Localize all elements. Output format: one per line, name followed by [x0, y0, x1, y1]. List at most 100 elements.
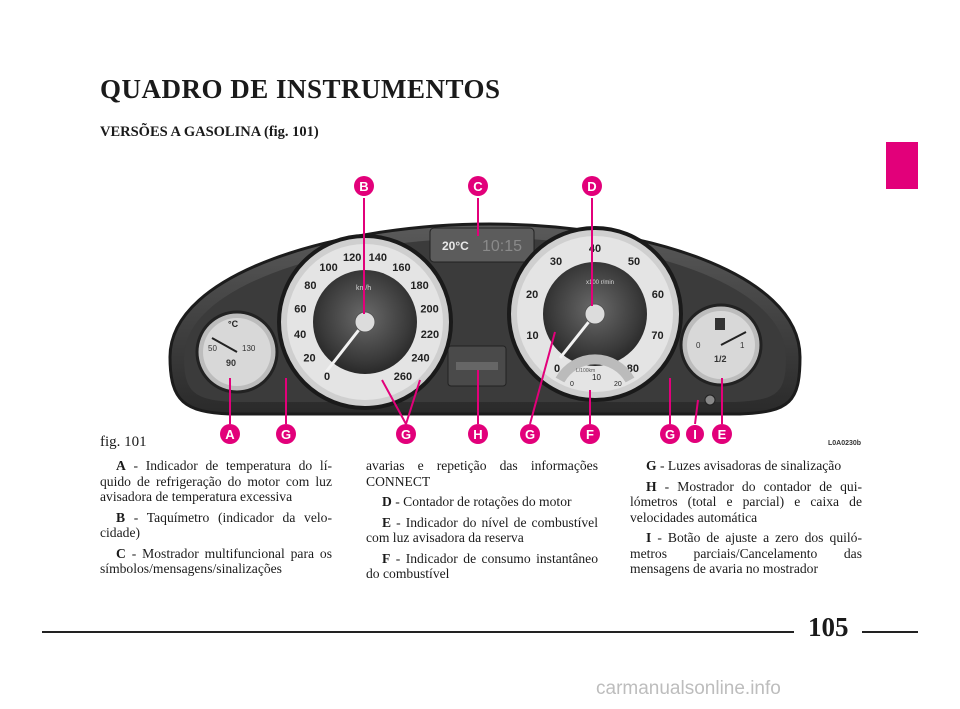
rpm-tick-10: 10 [526, 330, 538, 342]
callout-h [468, 424, 488, 444]
legend-text: - Indicador de consumo instantâ­neo do c… [366, 550, 598, 582]
legend-text: - Mostrador do contador de qui­lómetros … [630, 478, 862, 525]
callout-e [712, 424, 732, 444]
temperature-symbol: °C [228, 319, 239, 329]
callout-d-label: D [587, 179, 596, 194]
speed-tick-100: 100 [319, 262, 337, 274]
display-clock: 10:15 [482, 238, 522, 255]
callout-a-label: A [225, 427, 235, 442]
footer-rule-left [42, 631, 794, 633]
consumption-label-0: 0 [570, 381, 574, 388]
rpm-tick-60: 60 [652, 289, 664, 301]
legend-item-h: H - Mostrador do contador de qui­lómetro… [630, 479, 862, 526]
callout-f [580, 424, 600, 444]
watermark: carmanualsonline.info [596, 678, 781, 699]
consumption-unit: L/100km [576, 368, 595, 374]
consumption-label-20: 20 [614, 381, 622, 388]
text-column-2: avarias e repetição das informações CONN… [366, 458, 598, 587]
speed-tick-200: 200 [420, 303, 438, 315]
callout-g-2-label: G [401, 427, 411, 442]
figure-code: L0A0230b [828, 440, 862, 447]
consumption-label-10: 10 [592, 373, 601, 382]
speedometer-needle [324, 321, 367, 373]
callout-g-4-label: G [665, 427, 675, 442]
legend-item-i: I - Botão de ajuste a zero dos quiló­met… [630, 530, 862, 577]
speed-tick-220: 220 [421, 329, 439, 341]
odometer-digits [456, 362, 498, 370]
fuel-pump-icon [715, 318, 725, 330]
rpm-tick-20: 20 [526, 289, 538, 301]
rpm-unit: x100 r/min [586, 280, 614, 286]
speed-tick-20: 20 [303, 353, 315, 365]
legend-item-d: D - Contador de rotações do motor [366, 494, 598, 510]
rpm-tick-30: 30 [550, 256, 562, 268]
temp-label-130: 130 [242, 344, 256, 353]
legend-key: E [382, 514, 392, 530]
page-number: 105 [808, 612, 849, 642]
legend-text: avarias e repetição das informações CONN… [366, 458, 598, 489]
legend-key: C [116, 545, 126, 561]
rpm-tick-70: 70 [651, 330, 663, 342]
legend-key: A [116, 458, 126, 473]
callout-c [468, 176, 488, 196]
text-column-1: A - Indicador de temperatura do lí­quido… [100, 458, 332, 582]
legend-text: - Contador de rotações do motor [391, 494, 572, 509]
temp-label-90: 90 [226, 358, 236, 368]
section-tab-marker [886, 142, 918, 189]
callout-i [686, 425, 704, 443]
fuel-label-1: 1 [740, 341, 745, 350]
temp-label-50: 50 [208, 344, 217, 353]
legend-key: H [646, 478, 657, 494]
speed-tick-260: 260 [394, 371, 412, 383]
page-title: QUADRO DE INSTRUMENTOS [100, 74, 501, 104]
callout-g-3-label: G [525, 427, 535, 442]
callout-d [582, 176, 602, 196]
legend-text: - Indicador do nível de combustí­vel com… [366, 514, 598, 546]
figure-caption: fig. 101 [100, 434, 147, 450]
multifunction-display [429, 227, 535, 263]
rpm-tick-40: 40 [589, 243, 601, 255]
legend-item-c: C - Mostrador multifuncional para os sím… [100, 546, 332, 577]
callout-f-label: F [586, 427, 594, 442]
legend-item-g: G - Luzes avisadoras de sinalização [630, 458, 862, 474]
fuel-needle [720, 331, 747, 346]
rpm-tick-50: 50 [628, 256, 640, 268]
footer-rule-right [862, 631, 918, 633]
callout-c-label: C [473, 179, 483, 194]
legend-text: - Luzes avisadoras de sinalização [656, 458, 842, 473]
legend-item-f: F - Indicador de consumo instantâ­neo do… [366, 551, 598, 582]
legend-key: D [382, 494, 392, 509]
callout-g-2 [396, 424, 416, 444]
callout-h-label: H [473, 427, 482, 442]
section-subtitle: VERSÕES A GASOLINA (fig. 101) [100, 124, 319, 140]
text-column-3: G - Luzes avisadoras de sinalização H - … [630, 458, 862, 582]
speed-tick-140: 140 [369, 252, 387, 264]
rpm-tick-0: 0 [554, 363, 560, 375]
speed-tick-40: 40 [294, 329, 306, 341]
legend-key: F [382, 550, 391, 566]
tachometer-hub [584, 303, 606, 325]
legend-text: - Botão de ajuste a zero dos quiló­metro… [630, 530, 862, 576]
trip-reset-button [704, 394, 716, 406]
legend-key: I [646, 530, 652, 545]
callout-b [354, 176, 374, 196]
temperature-needle [211, 337, 238, 353]
fuel-label-0: 0 [696, 341, 701, 350]
callout-e-label: E [718, 427, 727, 442]
legend-item-c-continued: avarias e repetição das informações CONN… [366, 458, 598, 489]
speed-tick-120: 120 [343, 252, 361, 264]
callout-g-4 [660, 424, 680, 444]
display-temperature: 20°C [442, 239, 469, 253]
speed-tick-0: 0 [324, 371, 330, 383]
consumption-gauge-arc [555, 354, 635, 383]
speed-tick-160: 160 [392, 262, 410, 274]
speed-tick-80: 80 [304, 280, 316, 292]
callout-g-1-label: G [281, 427, 291, 442]
callout-g-3 [520, 424, 540, 444]
legend-text: - Mostrador multifuncional para os símbo… [100, 545, 332, 577]
callout-g-1 [276, 424, 296, 444]
